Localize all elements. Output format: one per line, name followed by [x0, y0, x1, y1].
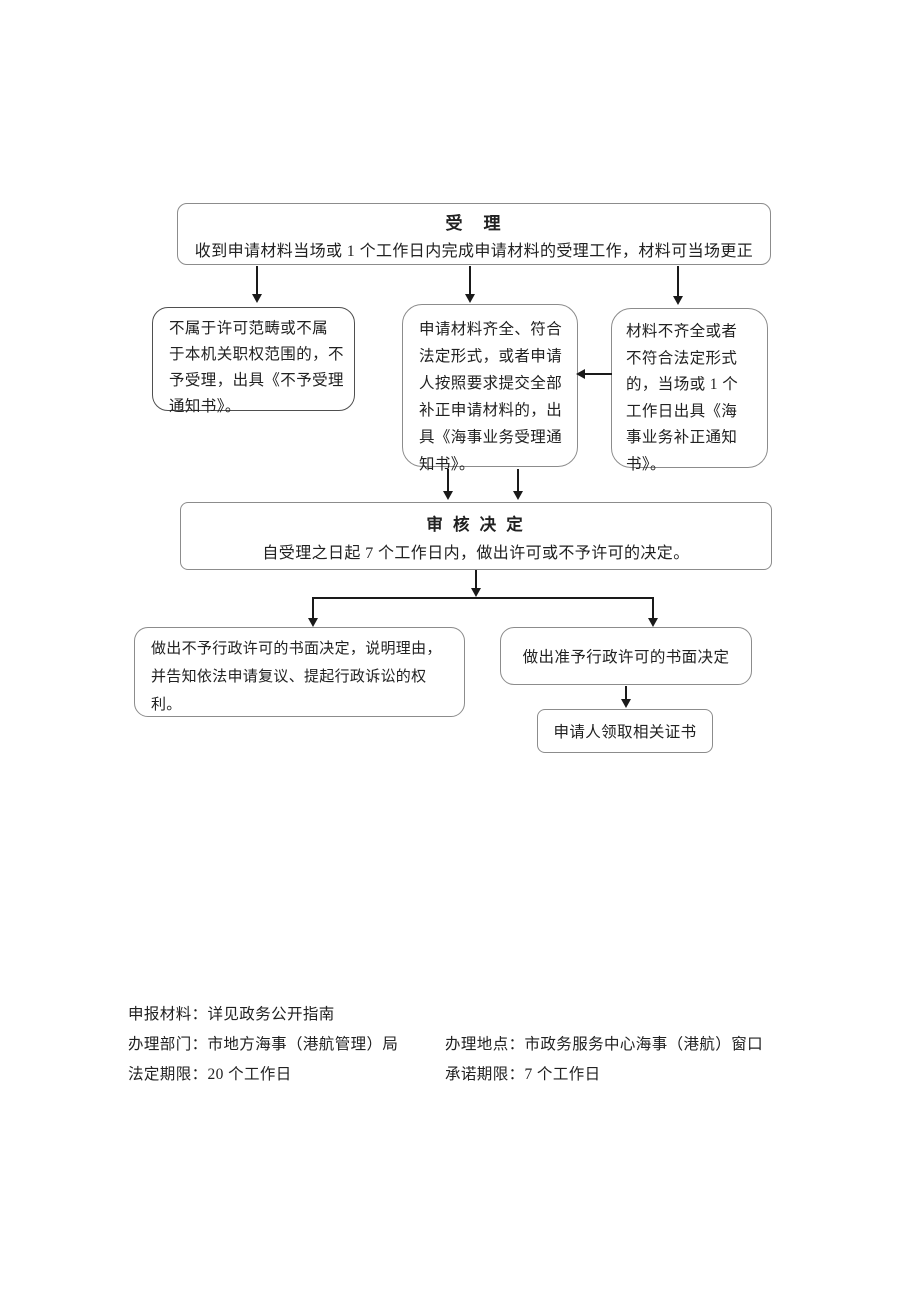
accept-title: 受 理: [445, 214, 503, 233]
grant-decision-box: 做出准予行政许可的书面决定: [500, 627, 752, 685]
accept-body: 收到申请材料当场或 1 个工作日内完成申请材料的受理工作，材料可当场更正: [194, 243, 754, 260]
down-arrow-complete-to-review-1: [443, 469, 453, 500]
footer-statutory-deadline: 法定期限：20 个工作日: [128, 1066, 292, 1083]
left-arrow-incomplete-to-complete: [576, 369, 612, 379]
certificate-box: 申请人领取相关证书: [537, 709, 713, 753]
down-arrow-complete-to-review-2: [513, 469, 523, 500]
materials-complete-box: 申请材料齐全、符合 法定形式，或者申请 人按照要求提交全部 补正申请材料的，出 …: [402, 304, 578, 473]
review-box: 审 核 决 定 自受理之日起 7 个工作日内，做出许可或不予许可的决定。: [180, 502, 772, 570]
down-arrow-to-complete: [465, 266, 475, 303]
branch-stem-arrow: [471, 570, 481, 597]
review-body: 自受理之日起 7 个工作日内，做出许可或不予许可的决定。: [262, 545, 690, 562]
down-arrow-to-incomplete: [673, 266, 683, 305]
materials-incomplete-box: 材料不齐全或者 不符合法定形式 的，当场或 1 个 工作日出具《海 事业务补正通…: [611, 308, 768, 473]
review-title: 审 核 决 定: [426, 515, 526, 534]
footer-handling-location: 办理地点：市政务服务中心海事（港航）窗口: [445, 1036, 764, 1053]
deny-decision-box: 做出不予行政许可的书面决定，说明理由， 并告知依法申请复议、提起行政诉讼的权 利…: [134, 627, 465, 717]
footer-application-materials: 申报材料：详见政务公开指南: [128, 1006, 335, 1023]
branch-left-arrow: [308, 598, 318, 627]
footer-promised-deadline: 承诺期限：7 个工作日: [445, 1066, 601, 1083]
footer-handling-department: 办理部门：市地方海事（港航管理）局: [128, 1036, 399, 1053]
accept-box: 受 理 收到申请材料当场或 1 个工作日内完成申请材料的受理工作，材料可当场更正: [177, 203, 771, 265]
down-arrow-to-not-accepted: [252, 266, 262, 303]
down-arrow-grant-to-certificate: [621, 686, 631, 708]
not-accepted-box: 不属于许可范畴或不属 于本机关职权范围的，不 予受理，出具《不予受理 通知书》。: [152, 307, 355, 415]
branch-horizontal-line: [312, 597, 654, 599]
branch-right-arrow: [648, 598, 658, 627]
